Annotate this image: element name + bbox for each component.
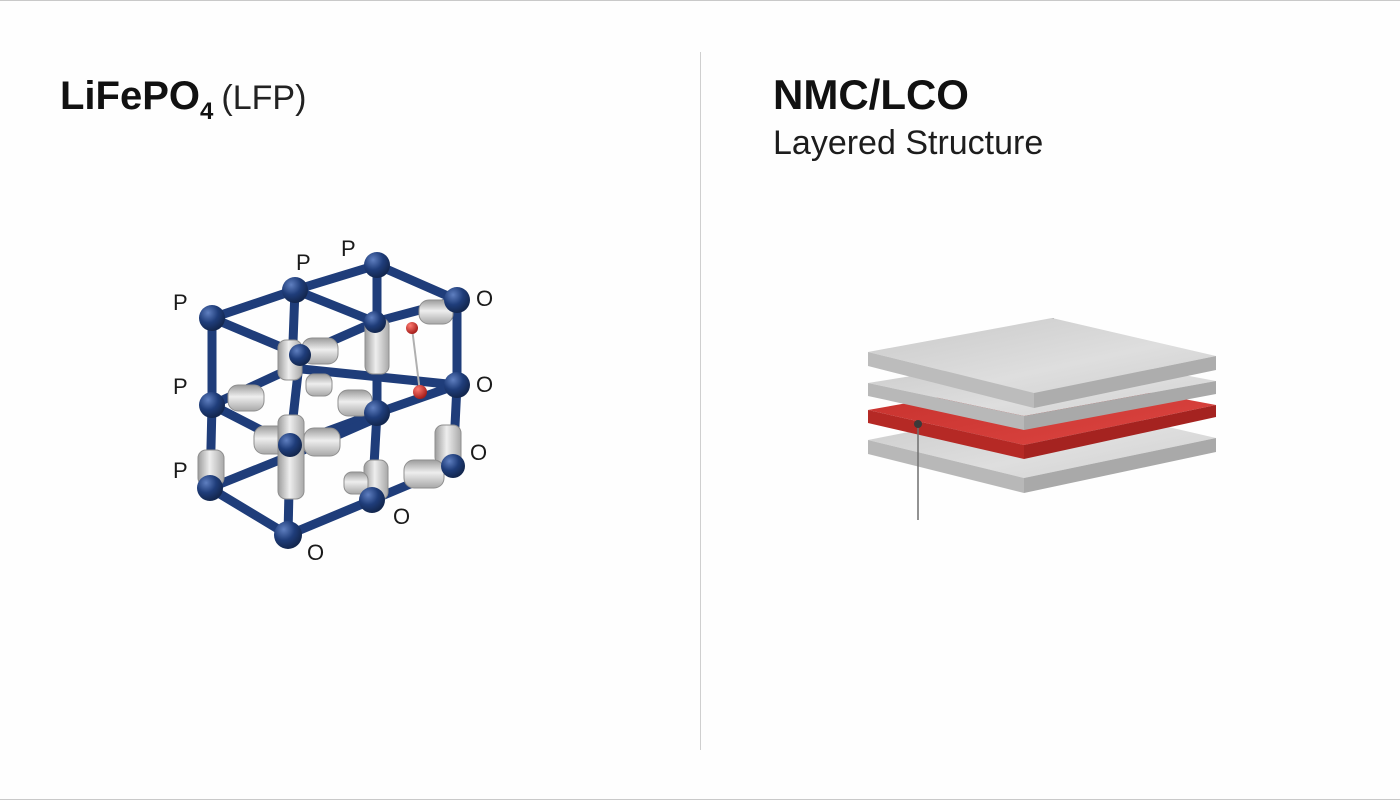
layered-structure-subtitle: Layered Structure <box>773 124 1044 162</box>
layer-pin-head <box>914 420 922 428</box>
lfp-title: LiFePO4 (LFP) <box>60 72 306 126</box>
atom-labels: P P P P P O O O O O <box>173 236 493 565</box>
atom-label-o: O <box>393 504 410 529</box>
lfp-lattice-diagram: P P P P P O O O O O <box>173 236 493 565</box>
atom-label-p: P <box>341 236 356 261</box>
atom-label-p: P <box>296 250 311 275</box>
panel-divider <box>700 52 701 750</box>
lfp-abbreviation: (LFP) <box>221 79 307 117</box>
atom-label-o: O <box>476 286 493 311</box>
lfp-subscript: 4 <box>200 98 214 125</box>
atom-label-o: O <box>470 440 487 465</box>
top-border <box>0 0 1400 1</box>
layer-top-gray <box>868 318 1216 408</box>
atom-label-p: P <box>173 290 188 315</box>
lfp-formula: LiFePO <box>60 74 201 118</box>
atom-label-o: O <box>476 372 493 397</box>
atom-label-p: P <box>173 374 188 399</box>
lithium-atom-lower <box>413 385 427 399</box>
lithium-atom-upper <box>406 322 418 334</box>
atom-label-p: P <box>173 458 188 483</box>
nmc-lco-title: NMC/LCO <box>773 71 969 118</box>
lattice-atoms <box>197 252 470 549</box>
lithium-site <box>406 322 427 399</box>
atom-label-o: O <box>307 540 324 565</box>
